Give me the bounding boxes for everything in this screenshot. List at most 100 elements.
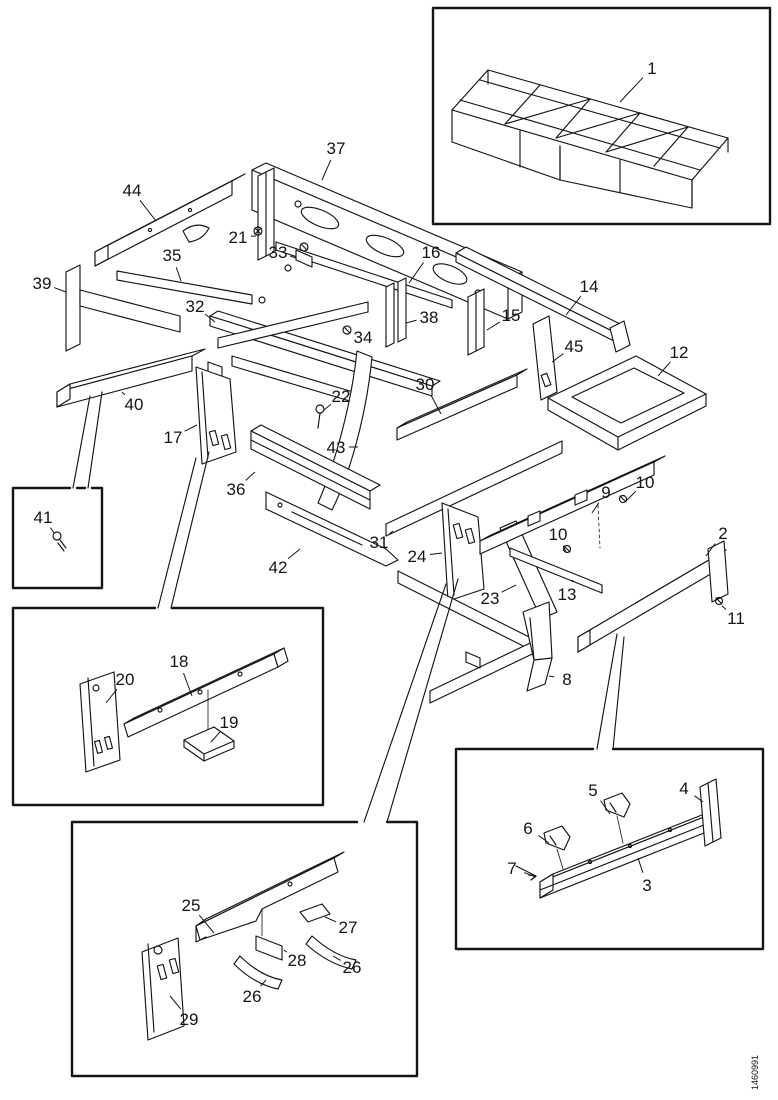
part-33-clip bbox=[284, 249, 313, 272]
callout-10: 10 bbox=[549, 525, 568, 544]
part-10-bolts bbox=[562, 494, 628, 554]
part-11-bolt bbox=[714, 596, 724, 606]
part-3-beam bbox=[539, 808, 718, 899]
callout-15: 15 bbox=[502, 306, 521, 325]
callout-2: 2 bbox=[718, 524, 727, 543]
callout-leader-31 bbox=[388, 530, 394, 535]
callout-42: 42 bbox=[269, 558, 288, 577]
callout-39: 39 bbox=[33, 274, 52, 293]
callout-12: 12 bbox=[670, 343, 689, 362]
callout-leader-8 bbox=[548, 675, 555, 678]
callout-leader-7 bbox=[523, 872, 537, 878]
inset-assembled-frame-box bbox=[431, 6, 772, 226]
part-16-sill-strip bbox=[275, 241, 453, 309]
part-5-clamp bbox=[603, 792, 631, 844]
callout-18: 18 bbox=[170, 652, 189, 671]
callout-leader-5 bbox=[600, 800, 611, 815]
callout-13: 13 bbox=[558, 585, 577, 604]
part-42-plate bbox=[265, 491, 399, 567]
callout-leader-10 bbox=[625, 490, 637, 502]
part-31-rail bbox=[385, 440, 563, 537]
part-24-bracket bbox=[441, 502, 485, 602]
part-41-bolt bbox=[52, 531, 67, 552]
callout-11: 11 bbox=[727, 609, 745, 628]
inset-41-box bbox=[11, 486, 104, 590]
part-38-plates bbox=[385, 277, 407, 348]
callout-leader-6 bbox=[538, 835, 550, 844]
callout-leader-13 bbox=[571, 579, 574, 583]
callout-44: 44 bbox=[123, 181, 142, 200]
callout-38: 38 bbox=[420, 308, 439, 327]
part-13-strap bbox=[509, 547, 603, 594]
callout-leader-30 bbox=[430, 395, 442, 415]
callout-37: 37 bbox=[327, 139, 346, 158]
callout-leader-37 bbox=[321, 159, 332, 181]
part-26-strap-right bbox=[305, 935, 357, 970]
callout-24: 24 bbox=[408, 547, 427, 566]
callout-leader-44 bbox=[139, 199, 157, 222]
callout-1: 1 bbox=[647, 59, 656, 78]
callout-leader-16 bbox=[408, 262, 424, 284]
callout-20: 20 bbox=[116, 670, 135, 689]
part-39-corner-bracket bbox=[65, 264, 181, 352]
inset-25-leaders bbox=[363, 578, 459, 823]
callout-leader-32 bbox=[204, 313, 216, 323]
callout-leader-33 bbox=[290, 255, 297, 259]
part-29-plate bbox=[141, 937, 185, 1041]
callout-43: 43 bbox=[327, 438, 346, 457]
part-18-rail bbox=[123, 647, 289, 738]
callout-leader-26 bbox=[332, 955, 341, 961]
callout-3: 3 bbox=[642, 876, 651, 895]
callout-29: 29 bbox=[180, 1010, 199, 1029]
callout-19: 19 bbox=[220, 713, 239, 732]
callout-leader-45 bbox=[551, 353, 564, 363]
diagram-line-art bbox=[11, 6, 772, 1078]
callout-leader-39 bbox=[53, 287, 67, 293]
callout-25: 25 bbox=[182, 896, 201, 915]
callout-layer: 1234567891010111213141516171819202122232… bbox=[33, 59, 745, 1029]
inset-3-box bbox=[454, 747, 765, 951]
callout-leader-19 bbox=[210, 731, 221, 743]
callout-leader-38 bbox=[405, 319, 417, 324]
part-34-bolt bbox=[342, 325, 352, 335]
callout-leader-3 bbox=[637, 857, 644, 873]
callout-14: 14 bbox=[580, 277, 599, 296]
inset-3-leaders bbox=[596, 633, 625, 750]
part-post-left bbox=[257, 167, 275, 261]
callout-22: 22 bbox=[332, 387, 351, 406]
callout-leader-17 bbox=[184, 424, 198, 432]
callout-leader-12 bbox=[657, 361, 671, 377]
callout-leader-26 bbox=[260, 979, 267, 987]
callout-leader-23 bbox=[501, 584, 517, 593]
callout-45: 45 bbox=[565, 337, 584, 356]
callout-leader-40 bbox=[121, 391, 126, 396]
callout-17: 17 bbox=[164, 428, 183, 447]
part-22-bolt bbox=[315, 404, 325, 429]
callout-leader-14 bbox=[565, 295, 582, 316]
callout-leader-36 bbox=[245, 471, 256, 481]
callout-27: 27 bbox=[339, 918, 358, 937]
part-17-bracket bbox=[195, 361, 237, 465]
callout-35: 35 bbox=[163, 246, 182, 265]
callout-leader-29 bbox=[169, 995, 182, 1010]
callout-28: 28 bbox=[288, 951, 307, 970]
callout-leader-24 bbox=[429, 552, 443, 555]
callout-26: 26 bbox=[243, 987, 262, 1006]
assembled-frame-part-1 bbox=[451, 69, 729, 209]
callout-leader-10 bbox=[562, 545, 567, 553]
callout-41: 41 bbox=[34, 508, 53, 527]
callout-5: 5 bbox=[588, 781, 597, 800]
part-40-beam bbox=[56, 348, 206, 408]
callout-21: 21 bbox=[229, 228, 248, 247]
callout-leader-41 bbox=[49, 527, 55, 534]
callout-leader-2 bbox=[705, 543, 716, 557]
part-26-strap-left bbox=[233, 955, 283, 990]
part-25-rail bbox=[195, 851, 345, 943]
part-4-end-plate bbox=[699, 778, 722, 847]
callout-leader-9 bbox=[591, 502, 600, 514]
curl-bracket bbox=[182, 224, 210, 243]
inset-25-box bbox=[70, 820, 419, 1078]
callout-16: 16 bbox=[422, 243, 441, 262]
part-30-rail bbox=[396, 368, 528, 441]
callout-leader-15 bbox=[486, 321, 501, 331]
